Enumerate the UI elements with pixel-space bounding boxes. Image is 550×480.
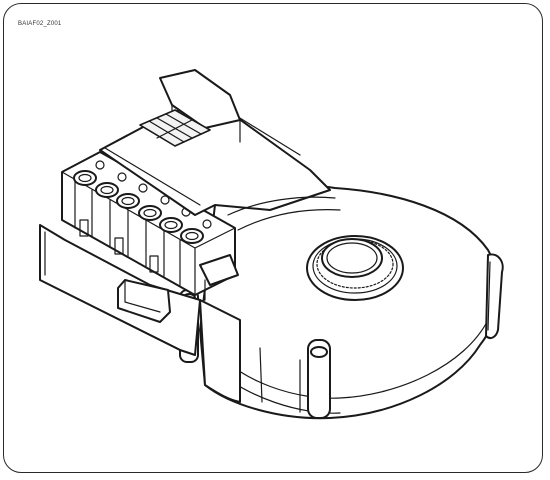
terminal-screws xyxy=(73,160,212,244)
center-bushing xyxy=(306,235,404,301)
connector-socket-grid xyxy=(139,109,211,147)
sensor-housing xyxy=(199,185,504,420)
housing-strap xyxy=(227,196,341,231)
side-latch xyxy=(117,279,171,323)
figure-code: BAIAF02_Z001 xyxy=(18,21,62,27)
terminal-bracket xyxy=(199,254,239,301)
